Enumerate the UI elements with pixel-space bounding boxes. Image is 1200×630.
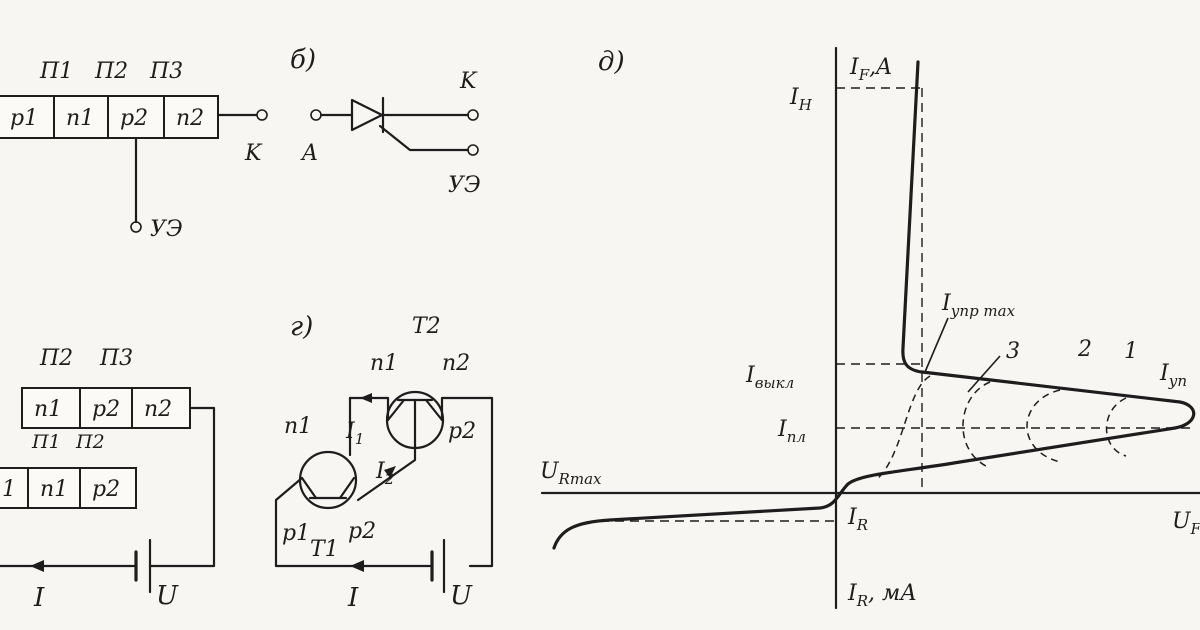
cell-n1	[53, 95, 109, 139]
cathode-label: K	[244, 141, 263, 166]
top-cell-label-p2: p2	[92, 397, 120, 422]
split-junction-p3: П3	[99, 346, 133, 371]
top-cell-n1	[21, 387, 81, 429]
curve-2-label: 2	[1077, 337, 1092, 362]
g-current-arrow-icon	[350, 560, 364, 572]
panel-b-tag: б)	[290, 45, 316, 75]
y-axis-bottom-label: IR, мА	[847, 581, 917, 610]
g-voltage-label: U	[450, 581, 473, 611]
bottom-cell-label-n1: n1	[40, 477, 68, 502]
reverse-current-label: IR	[847, 505, 868, 534]
p2-label: p2	[348, 519, 376, 544]
current-label: I	[33, 583, 45, 613]
top-cell-n2	[131, 387, 191, 429]
diode-triangle-icon	[350, 98, 384, 132]
bottom-cell-p2	[79, 467, 137, 509]
gate-current-label: Iуп	[1159, 361, 1187, 390]
cathode-label-b: K	[459, 69, 478, 94]
off-current-label: Iвыкл	[745, 363, 794, 392]
t1-base-wire	[356, 446, 417, 502]
t1-collector	[338, 476, 356, 500]
max-reverse-voltage-label: URmax	[540, 459, 602, 488]
bottom-cell-p1	[0, 467, 29, 509]
g-current-label: I	[347, 583, 359, 613]
panel-symbol: б) A K УЭ	[290, 45, 481, 198]
mid-junction-p2: П2	[75, 431, 105, 453]
anode-label: A	[300, 141, 318, 166]
gate-curve-3	[962, 381, 991, 469]
gate-label: УЭ	[150, 217, 183, 242]
gate-lead-b	[378, 124, 470, 152]
gate-curve-2	[1026, 389, 1061, 463]
junction-label-p3: П3	[149, 59, 183, 84]
x-axis-right-label: UF	[1172, 509, 1200, 538]
i1-label: I1	[345, 419, 364, 448]
panel-structure: П1 П2 П3 p1 n1 p2 n2 K УЭ	[0, 59, 268, 242]
t2-right-wire	[440, 396, 494, 568]
t2-collector	[424, 398, 444, 422]
y-axis-top-label: IF,A	[849, 55, 892, 84]
bottom-cell-n1	[27, 467, 81, 509]
t2-n2-label: n2	[442, 351, 470, 376]
top-cell-label-n2: n2	[144, 397, 172, 422]
cathode-terminal	[256, 109, 268, 121]
top-cell-label-n1: n1	[34, 397, 62, 422]
panel-g-tag: г)	[290, 312, 313, 342]
split-junction-p2: П2	[39, 346, 73, 371]
i1-arrow-icon	[360, 393, 372, 403]
gate-curve-1	[1105, 397, 1127, 457]
panel-transistor-model: г) T2 n1 n2 p2 n1 I1 I2 p1 T1 p2 I U	[274, 312, 494, 613]
panel-d-tag: д)	[598, 47, 625, 77]
i2-arrow-icon	[384, 466, 396, 478]
cell-label-p2: p2	[120, 106, 148, 131]
anode-terminal	[310, 109, 322, 121]
bottom-cell-label-p2: p2	[92, 477, 120, 502]
junction-label-p2: П2	[94, 59, 128, 84]
holding-current-label: IH	[789, 85, 813, 114]
mid-junction-p1: П1	[31, 431, 61, 453]
top-cell-p2	[79, 387, 133, 429]
t1-emitter	[300, 476, 318, 500]
cell-label-n1: n1	[66, 106, 94, 131]
voltage-label: U	[156, 581, 179, 611]
curve-3-leader	[967, 355, 1001, 393]
t2-p2-label: p2	[448, 419, 476, 444]
bottom-cell-label-1: 1	[2, 477, 16, 502]
max-gate-leader	[924, 317, 949, 373]
gate-terminal	[130, 221, 142, 233]
circuit-wire-right	[148, 406, 216, 568]
left-n1-label: n1	[284, 414, 312, 439]
t2-emitter	[386, 398, 406, 422]
transistor-t1-icon	[298, 450, 358, 510]
junction-label-p1: П1	[39, 59, 73, 84]
max-gate-current-label: Iупр max	[941, 291, 1016, 320]
cell-label-n2: n2	[176, 106, 204, 131]
curve-3-label: 3	[1006, 339, 1020, 364]
curve-1-label: 1	[1124, 339, 1138, 364]
current-arrow-icon	[30, 560, 44, 572]
cell-label-p1: p1	[10, 106, 38, 131]
panel-iv-characteristic: д) IF,A IH Iвыкл Iпл Iупр max Iуп URmax …	[540, 46, 1200, 610]
t2-n1-label: n1	[370, 351, 398, 376]
cell-n2	[163, 95, 219, 139]
main-iv-curve	[552, 60, 1196, 550]
gate-label-b: УЭ	[448, 173, 481, 198]
plateau-current-label: Iпл	[777, 417, 806, 446]
p1-label: p1	[282, 521, 310, 546]
cathode-terminal-b	[467, 109, 479, 121]
panel-split-structure: П2 П3 n1 p2 n2 П1 П2 1 n1 p2 I U	[0, 346, 216, 613]
t2-label: T2	[412, 314, 441, 339]
gate-terminal-b	[467, 144, 479, 156]
t1-label: T1	[310, 537, 339, 562]
